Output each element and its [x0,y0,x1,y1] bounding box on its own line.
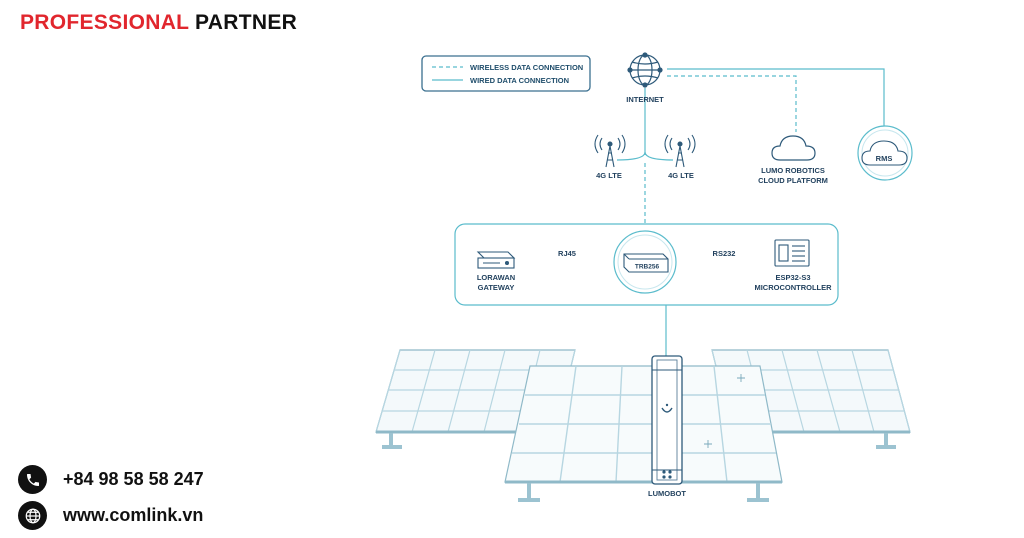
brand-title-dark: PARTNER [195,11,298,34]
contact-phone[interactable]: +84 98 58 58 247 [18,465,204,494]
legend: WIRELESS DATA CONNECTION WIRED DATA CONN… [421,55,591,92]
phone-number[interactable]: +84 98 58 58 247 [63,469,204,489]
rms-node: RMS [857,125,913,181]
cloud-label-line2: CLOUD PLATFORM [758,176,828,185]
lte-left-label: 4G LTE [596,171,622,180]
rms-cloud-icon [861,140,908,166]
cloud-icon [771,135,816,161]
lumobot-robot [651,355,683,485]
router-node: TRB256 [613,230,677,294]
router-label: TRB256 [635,264,660,271]
internet-label: INTERNET [626,95,664,104]
mcu-label-line1: ESP32-S3 [775,273,810,282]
mcu-label-line2: MICROCONTROLLER [754,283,832,292]
gateway-label-line2: GATEWAY [478,283,515,292]
gateway-label-line1: LORAWAN [477,273,515,282]
phone-icon [18,465,47,494]
rj45-label: RJ45 [558,249,576,258]
lumobot-label: LUMOBOT [648,489,686,498]
brand-title: PROFESSIONAL PARTNER [20,11,297,35]
microcontroller-icon [774,239,810,267]
rms-label: RMS [876,154,893,163]
contact-website[interactable]: www.comlink.vn [18,501,203,530]
lorawan-gateway-icon [476,251,516,269]
lte-right-label: 4G LTE [668,171,694,180]
antenna-tower-left-icon [594,134,626,168]
legend-wired-label: WIRED DATA CONNECTION [470,76,569,85]
globe-icon [18,501,47,530]
robot-buttons [662,470,672,479]
rs232-label: RS232 [713,249,736,258]
brand-title-red: PROFESSIONAL [20,11,189,34]
connection-lines [526,68,885,358]
lumobot-logo-icon [661,407,673,413]
solar-panel-center [504,365,783,502]
sparkle-icon [704,374,745,448]
antenna-tower-right-icon [664,134,696,168]
legend-wireless-label: WIRELESS DATA CONNECTION [470,63,583,72]
website-link[interactable]: www.comlink.vn [63,505,204,525]
cloud-label-line1: LUMO ROBOTICS [761,166,825,175]
globe-icon [627,52,663,88]
